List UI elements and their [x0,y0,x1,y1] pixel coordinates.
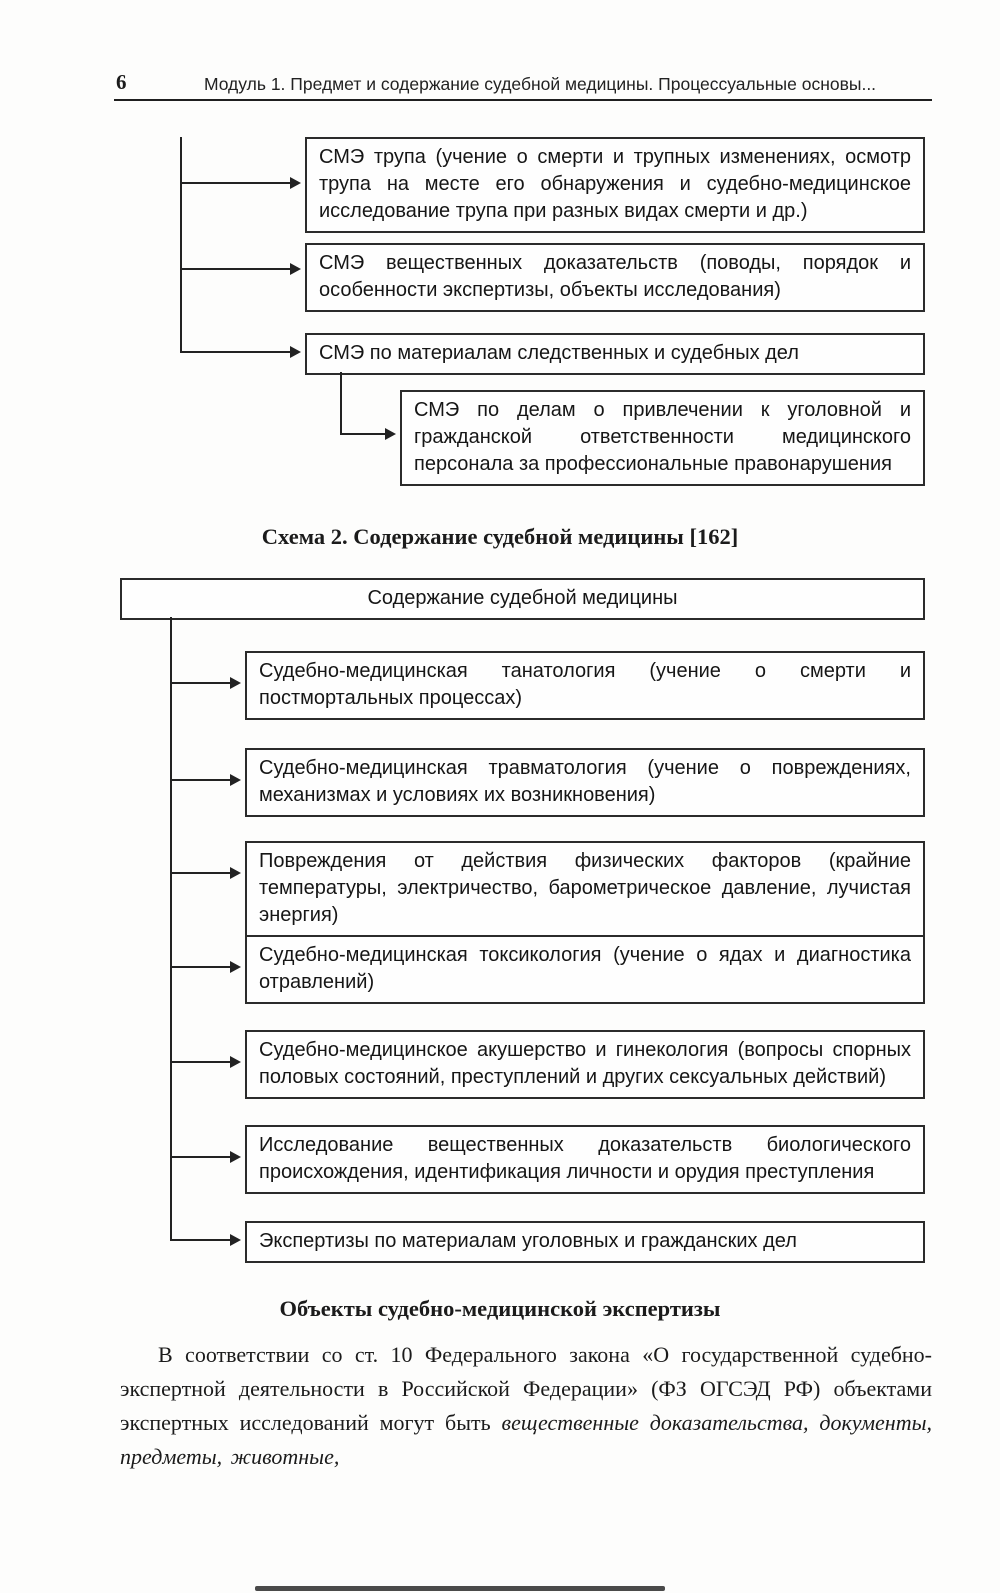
scheme2-box-traumatology: Судебно-медицинская травматология (учени… [245,748,925,817]
page-number: 6 [116,70,127,94]
connector-arrow [171,1151,241,1163]
section-heading: Объекты судебно-медицинской экспертизы [279,1296,721,1321]
scheme2-trunk-line [170,617,172,1241]
connector-arrow [181,263,301,275]
scheme1-box-case-materials-sme: СМЭ по материалам следственных и судебны… [305,333,925,375]
body-paragraph: В соответствии со ст. 10 Федерального за… [120,1338,932,1474]
connector-arrow [171,961,241,973]
scheme1-box-personnel-liability-sme: СМЭ по делам о привлечении к уголовной и… [400,390,925,486]
connector-arrow [181,177,301,189]
connector-arrow [171,677,241,689]
scheme2-box-obstetrics-gynecology: Судебно-медицинское акушерство и гинекол… [245,1030,925,1099]
paragraph-italic-text: вещественные доказательства, документы, … [120,1410,932,1469]
connector-arrow [171,867,241,879]
connector-arrow [171,1234,241,1246]
page-bottom-shadow [255,1586,665,1591]
paragraph-normal-text: В соответствии со ст. 10 Федерального за… [120,1342,932,1435]
scheme2-root-box: Содержание судебной медицины [120,578,925,620]
scheme2-caption: Схема 2. Содержание судебной медицины [1… [261,524,739,549]
scheme2-box-biological-evidence: Исследование вещественных доказательств … [245,1125,925,1194]
scheme1-trunk-line [180,137,182,353]
connector-arrow [340,428,396,440]
connector-arrow [171,1056,241,1068]
header-rule [114,99,932,101]
scheme2-box-case-expertise: Экспертизы по материалам уголовных и гра… [245,1221,925,1263]
scheme2-box-toxicology: Судебно-медицинская токсикология (учение… [245,935,925,1004]
connector-arrow [181,346,301,358]
scheme1-sub-line [340,372,342,434]
scheme1-box-corpse-sme: СМЭ трупа (учение о смерти и трупных изм… [305,137,925,233]
scheme2-box-physical-factors: Повреждения от действия физических факто… [245,841,925,937]
running-head: Модуль 1. Предмет и содержание судебной … [203,74,877,94]
scheme1-box-evidence-sme: СМЭ вещественных доказательств (поводы, … [305,243,925,312]
scheme2-box-thanatology: Судебно-медицинская танатология (учение … [245,651,925,720]
connector-arrow [171,774,241,786]
